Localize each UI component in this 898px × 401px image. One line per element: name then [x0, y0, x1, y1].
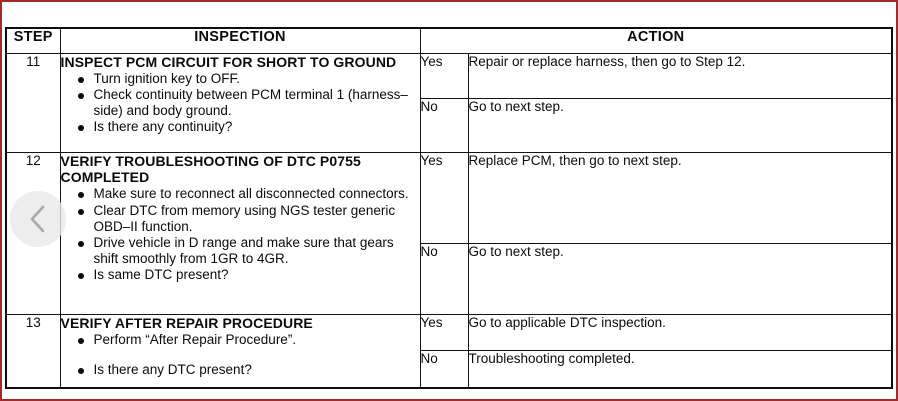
result-answer: No [419, 98, 469, 153]
list-item: Is there any DTC present? [77, 362, 420, 378]
inspection-cell: VERIFY TROUBLESHOOTING OF DTC P0755 COMP… [59, 152, 421, 315]
inspection-title: VERIFY AFTER REPAIR PROCEDURE [60, 315, 313, 331]
inspection-cell: VERIFY AFTER REPAIR PROCEDURE Perform “A… [59, 314, 421, 389]
list-item: Make sure to reconnect all disconnected … [77, 186, 420, 202]
inspection-bullet-list: Perform “After Repair Procedure”. Is the… [61, 332, 420, 378]
table-row: No Go to next step. [6, 98, 893, 153]
result-action: Replace PCM, then go to next step. [467, 152, 893, 244]
table-header: STEP INSPECTION ACTION [5, 27, 893, 54]
result-answer: Yes [419, 314, 469, 351]
troubleshooting-table: STEP INSPECTION ACTION 11 INSPECT PCM CI… [5, 27, 894, 389]
step-number: 13 [5, 314, 61, 389]
table-row: 13 VERIFY AFTER REPAIR PROCEDURE Perform… [5, 314, 893, 389]
table-body: 11 INSPECT PCM CIRCUIT FOR SHORT TO GROU… [5, 53, 893, 389]
table-row: 11 INSPECT PCM CIRCUIT FOR SHORT TO GROU… [5, 53, 893, 153]
result-answer: Yes [419, 53, 469, 99]
result-action: Repair or replace harness, then go to St… [467, 53, 893, 99]
inspection-title: VERIFY TROUBLESHOOTING OF DTC P0755 COMP… [60, 153, 361, 186]
step-number: 11 [5, 53, 61, 153]
inspection-bullet-list: Turn ignition key to OFF. Check continui… [61, 71, 420, 135]
column-header-inspection: INSPECTION [59, 27, 421, 54]
chevron-left-icon [27, 203, 49, 235]
table-row: No Troubleshooting completed. [6, 350, 893, 389]
result-action: Go to applicable DTC inspection. [467, 314, 893, 351]
result-action: Troubleshooting completed. [467, 350, 893, 389]
list-item: Drive vehicle in D range and make sure t… [77, 235, 420, 267]
result-answer: Yes [419, 152, 469, 244]
inspection-cell: INSPECT PCM CIRCUIT FOR SHORT TO GROUND … [59, 53, 421, 153]
result-action: Go to next step. [467, 98, 893, 153]
inspection-bullet-list: Make sure to reconnect all disconnected … [61, 186, 420, 282]
list-item: Check continuity between PCM terminal 1 … [77, 87, 420, 119]
carousel-prev-button[interactable] [10, 191, 66, 247]
result-answer: No [419, 243, 469, 315]
column-header-step: STEP [5, 27, 61, 54]
list-item: Is same DTC present? [77, 267, 420, 283]
list-item: Perform “After Repair Procedure”. [77, 332, 420, 348]
table-row: No Go to next step. [6, 243, 893, 315]
table-row: 12 VERIFY TROUBLESHOOTING OF DTC P0755 C… [5, 152, 893, 315]
list-item: Is there any continuity? [77, 119, 420, 135]
list-item: Clear DTC from memory using NGS tester g… [77, 203, 420, 235]
result-answer: No [419, 350, 469, 389]
column-header-action: ACTION [419, 27, 893, 54]
header-row: STEP INSPECTION ACTION [5, 27, 893, 54]
result-action: Go to next step. [467, 243, 893, 315]
list-item: Turn ignition key to OFF. [77, 71, 420, 87]
scanned-page: STEP INSPECTION ACTION 11 INSPECT PCM CI… [5, 11, 895, 390]
inspection-title: INSPECT PCM CIRCUIT FOR SHORT TO GROUND [60, 54, 397, 70]
